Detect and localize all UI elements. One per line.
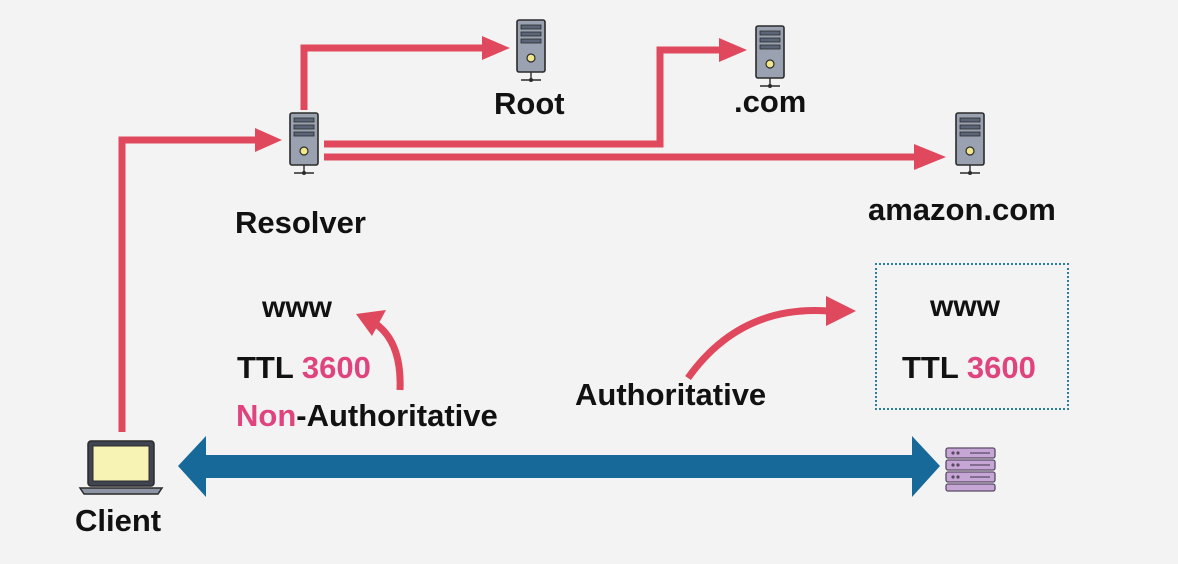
resolver-to-root-line <box>300 44 485 110</box>
resolver-ttl-label: TTL <box>237 350 294 385</box>
com-server-icon <box>755 25 785 89</box>
authoritative-curve-line <box>685 307 829 381</box>
query-arrows <box>118 44 916 432</box>
non-prefix: Non <box>236 398 297 433</box>
resolver-server-icon <box>289 112 319 176</box>
authoritative-ttl: TTL 3600 <box>902 350 1036 386</box>
resolver-to-com-line <box>324 46 722 148</box>
arrowhead-amazon <box>914 144 946 170</box>
arrowhead-cache <box>356 310 386 336</box>
client-label: Client <box>75 503 162 538</box>
authoritative-label: Authoritative <box>575 377 767 412</box>
authoritative-record-box <box>875 263 1069 410</box>
arrowhead-authoritative <box>826 296 856 326</box>
client-to-resolver-line <box>118 136 258 432</box>
non-suffix: -Authoritative <box>296 398 498 433</box>
server-rack-icon <box>945 447 996 492</box>
amazon-label: amazon.com <box>868 192 1056 227</box>
authoritative-ttl-label: TTL <box>902 350 959 385</box>
cache-curve-line <box>371 319 404 391</box>
authoritative-record-name: www <box>930 290 1001 323</box>
arrowhead-resolver <box>255 128 282 152</box>
authoritative-ttl-value: 3600 <box>966 350 1036 385</box>
root-server-icon <box>516 19 546 83</box>
non-authoritative-label: Non-Authoritative <box>236 398 498 434</box>
com-label: .com <box>734 84 807 119</box>
arrowhead-root <box>482 36 510 60</box>
response-arrow <box>178 436 940 497</box>
resolver-label: Resolver <box>235 205 366 240</box>
laptop-icon <box>78 440 164 495</box>
amazon-server-icon <box>955 112 985 176</box>
query-arrowheads <box>255 36 946 336</box>
resolver-ttl-value: 3600 <box>301 350 371 385</box>
resolver-record-name: www <box>262 291 333 324</box>
arrowhead-com <box>719 38 747 62</box>
resolver-ttl: TTL 3600 <box>237 350 371 386</box>
root-label: Root <box>494 86 565 121</box>
